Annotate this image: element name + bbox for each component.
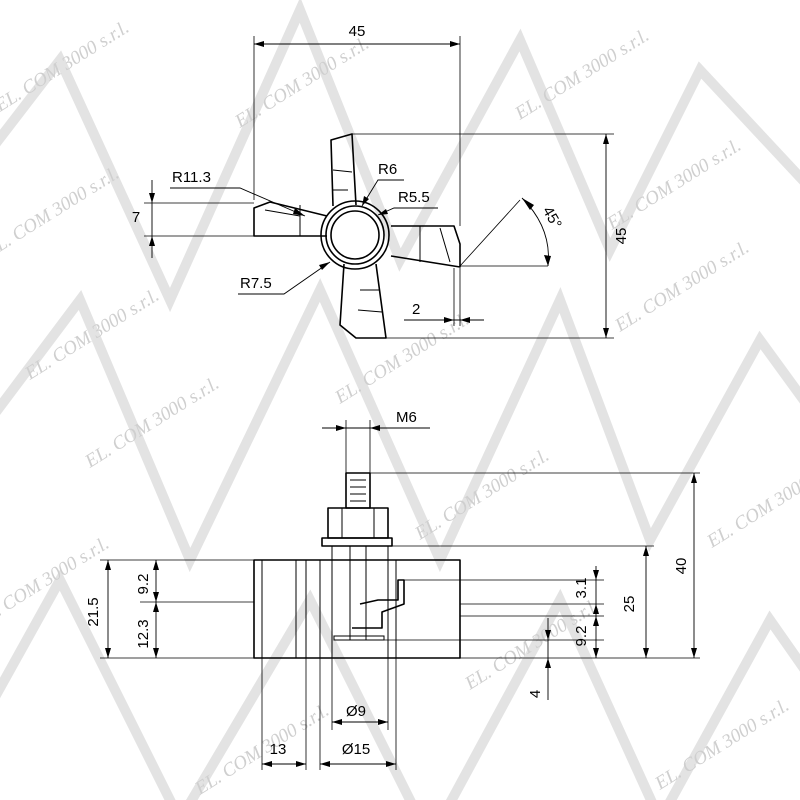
watermark-text: EL. COM 3000 s.r.l. [231, 33, 373, 133]
watermark-text: EL. COM 3000 s.r.l. [0, 163, 123, 263]
side-view: M6 40 25 3.1 9.2 4 21.5 9.2 [85, 409, 700, 770]
outer-dia-label: Ø15 [342, 741, 370, 758]
lower-label: 12.3 [135, 619, 152, 648]
watermark-text: EL. COM 3000 s.r.l. [603, 135, 745, 235]
blade-bottom [339, 263, 387, 339]
watermark-text: EL. COM 3000 s.r.l. [703, 453, 800, 553]
r-bore-label: R5.5 [398, 189, 430, 206]
washer [321, 537, 393, 547]
watermark-text: EL. COM 3000 s.r.l. [611, 237, 753, 337]
watermark-text: EL. COM 3000 s.r.l. [21, 285, 163, 385]
top-height-label: 45 [613, 228, 630, 245]
hex-nut [327, 507, 389, 539]
offset-label: 2 [412, 301, 420, 318]
total-height-label: 40 [673, 558, 690, 575]
blade-top [330, 133, 357, 207]
left-height-label: 21.5 [85, 597, 102, 626]
blade-left [253, 201, 328, 237]
thread-stud [345, 472, 371, 509]
hub-ring [325, 205, 385, 265]
r-hub-label: R6 [378, 161, 397, 178]
slot-label: 3.1 [573, 578, 590, 599]
r-fillet-label: R7.5 [240, 275, 272, 292]
blade-width-label: 7 [132, 209, 140, 226]
left-width-label: 13 [270, 741, 287, 758]
slot-gap-label: 9.2 [573, 626, 590, 647]
r-outer-label: R11.3 [172, 169, 211, 186]
base-offset-label: 4 [527, 690, 544, 698]
hub-outer [320, 200, 390, 270]
top-view: 45 45 7 R11.3 R6 R5.5 R7.5 45° [132, 23, 630, 339]
inner-dia-label: Ø9 [346, 703, 366, 720]
top-width-label: 45 [349, 23, 366, 40]
watermark-text: EL. COM 3000 s.r.l. [0, 17, 133, 117]
body-height-label: 25 [621, 596, 638, 613]
upper-label: 9.2 [135, 574, 152, 595]
thread-label: M6 [396, 409, 417, 426]
blade-right [390, 225, 461, 268]
hub-bore [330, 210, 380, 260]
